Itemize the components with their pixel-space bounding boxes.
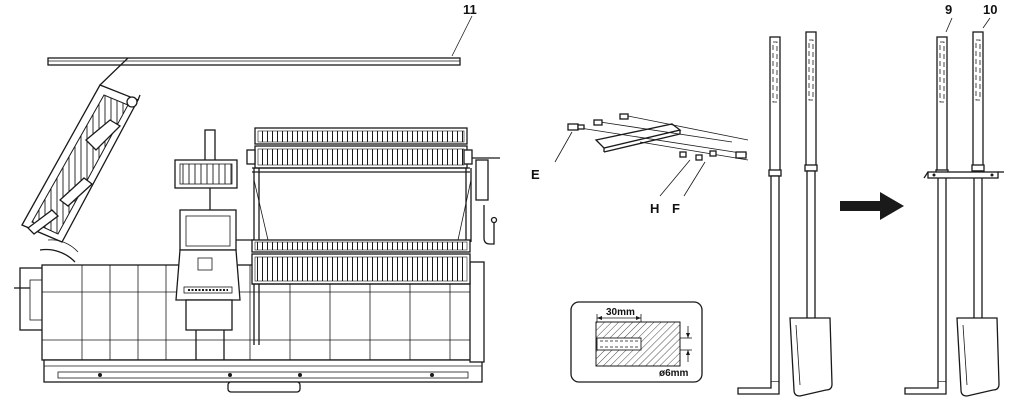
arrow-right-icon (840, 192, 904, 220)
lower-grill-rack (251, 239, 471, 285)
label-part-h: H (650, 201, 659, 216)
label-part-10: 10 (983, 2, 997, 17)
label-part-11: 11 (463, 2, 477, 17)
dimension-depth: 30mm (606, 307, 635, 318)
bracket-assembly (554, 113, 749, 197)
label-part-e: E (531, 167, 540, 182)
label-part-9: 9 (945, 2, 952, 17)
tilted-rack (21, 57, 141, 263)
stand-pair-after (904, 17, 1004, 397)
machine-assembly (14, 57, 500, 393)
drill-detail-inset (570, 301, 703, 383)
anchor-e (567, 123, 585, 131)
rail-part-11 (47, 15, 473, 66)
dimension-diameter: ø6mm (659, 368, 689, 379)
stand-pair-before (737, 31, 833, 397)
label-part-f: F (672, 201, 680, 216)
upper-grill-rack (246, 127, 473, 173)
crank-handle (472, 157, 500, 245)
